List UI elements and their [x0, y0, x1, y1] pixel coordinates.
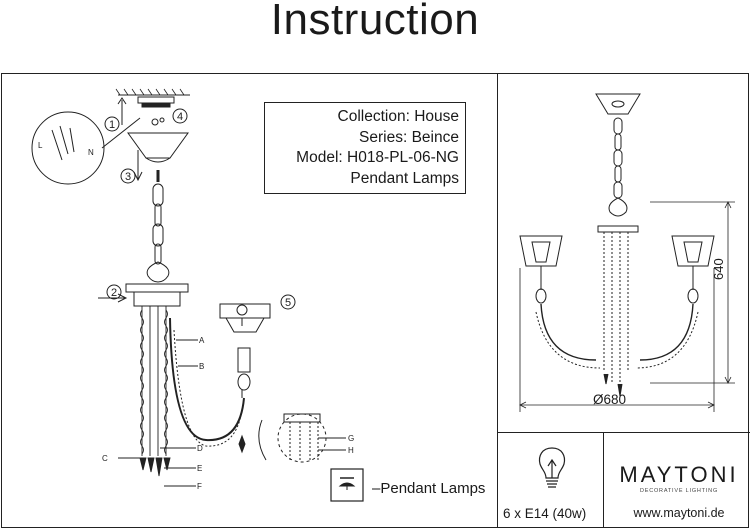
part-label-d: D [197, 444, 203, 453]
part-label-c: C [102, 454, 108, 463]
ornament [146, 261, 170, 283]
lamp-arm [169, 303, 271, 454]
step-4: 4 [177, 111, 183, 123]
drawing-frame [1, 73, 749, 528]
overview-shade-left [519, 235, 563, 304]
assembly-labels: 1 2 3 4 5 A B C D E F G H L N [38, 108, 354, 491]
step-3: 3 [125, 171, 131, 183]
part-label-f: F [197, 482, 202, 491]
overview-shade-right [671, 235, 715, 304]
part-label-a: A [199, 336, 205, 345]
type-label: Pendant Lamps [350, 169, 459, 187]
step-2: 2 [111, 287, 117, 299]
part-label-e: E [197, 464, 202, 473]
brand-logo: MAYTONI [619, 462, 739, 487]
step-1: 1 [109, 119, 115, 131]
overview-diagram [519, 93, 735, 412]
height-dimension: 640 [711, 258, 726, 280]
brand-url: www.maytoni.de [633, 506, 725, 520]
legend-label: –Pendant Lamps [372, 480, 486, 497]
body-cup [133, 291, 181, 307]
part-label-l: L [38, 141, 43, 150]
part-label-g: G [348, 434, 354, 443]
pendant-lamp-icon [330, 468, 364, 502]
series-label: Series: Beince [359, 128, 459, 146]
height-dimension-line [650, 201, 735, 384]
frame-divider-vertical [497, 73, 498, 528]
diameter-dimension: Ø680 [593, 392, 627, 407]
chain [152, 170, 164, 265]
bulb-icon [538, 447, 566, 488]
bulb-spec-label: 6 x E14 (40w) [503, 506, 587, 521]
assembly-diagram [31, 88, 346, 487]
frame-divider-horizontal [497, 432, 750, 433]
frame-divider-bottom [603, 432, 604, 528]
step-5: 5 [285, 297, 291, 309]
product-info-box: Collection: House Series: Beince Model: … [264, 102, 466, 194]
part-label-n: N [88, 148, 94, 157]
overview-canopy [595, 93, 641, 115]
part-label-h: H [348, 446, 354, 455]
brand-tagline: DECORATIVE LIGHTING [639, 488, 719, 494]
ceiling-mount [115, 88, 190, 125]
overview-chain [613, 117, 623, 199]
wiring-detail [31, 111, 141, 185]
width-dimension-line [519, 268, 715, 412]
page-title: Instruction [270, 0, 480, 44]
collection-label: Collection: House [337, 108, 459, 125]
model-label: Model: H018-PL-06-NG [296, 149, 459, 166]
crystal-strands [139, 306, 171, 477]
overview-strands [603, 232, 629, 382]
part-label-b: B [199, 362, 204, 371]
